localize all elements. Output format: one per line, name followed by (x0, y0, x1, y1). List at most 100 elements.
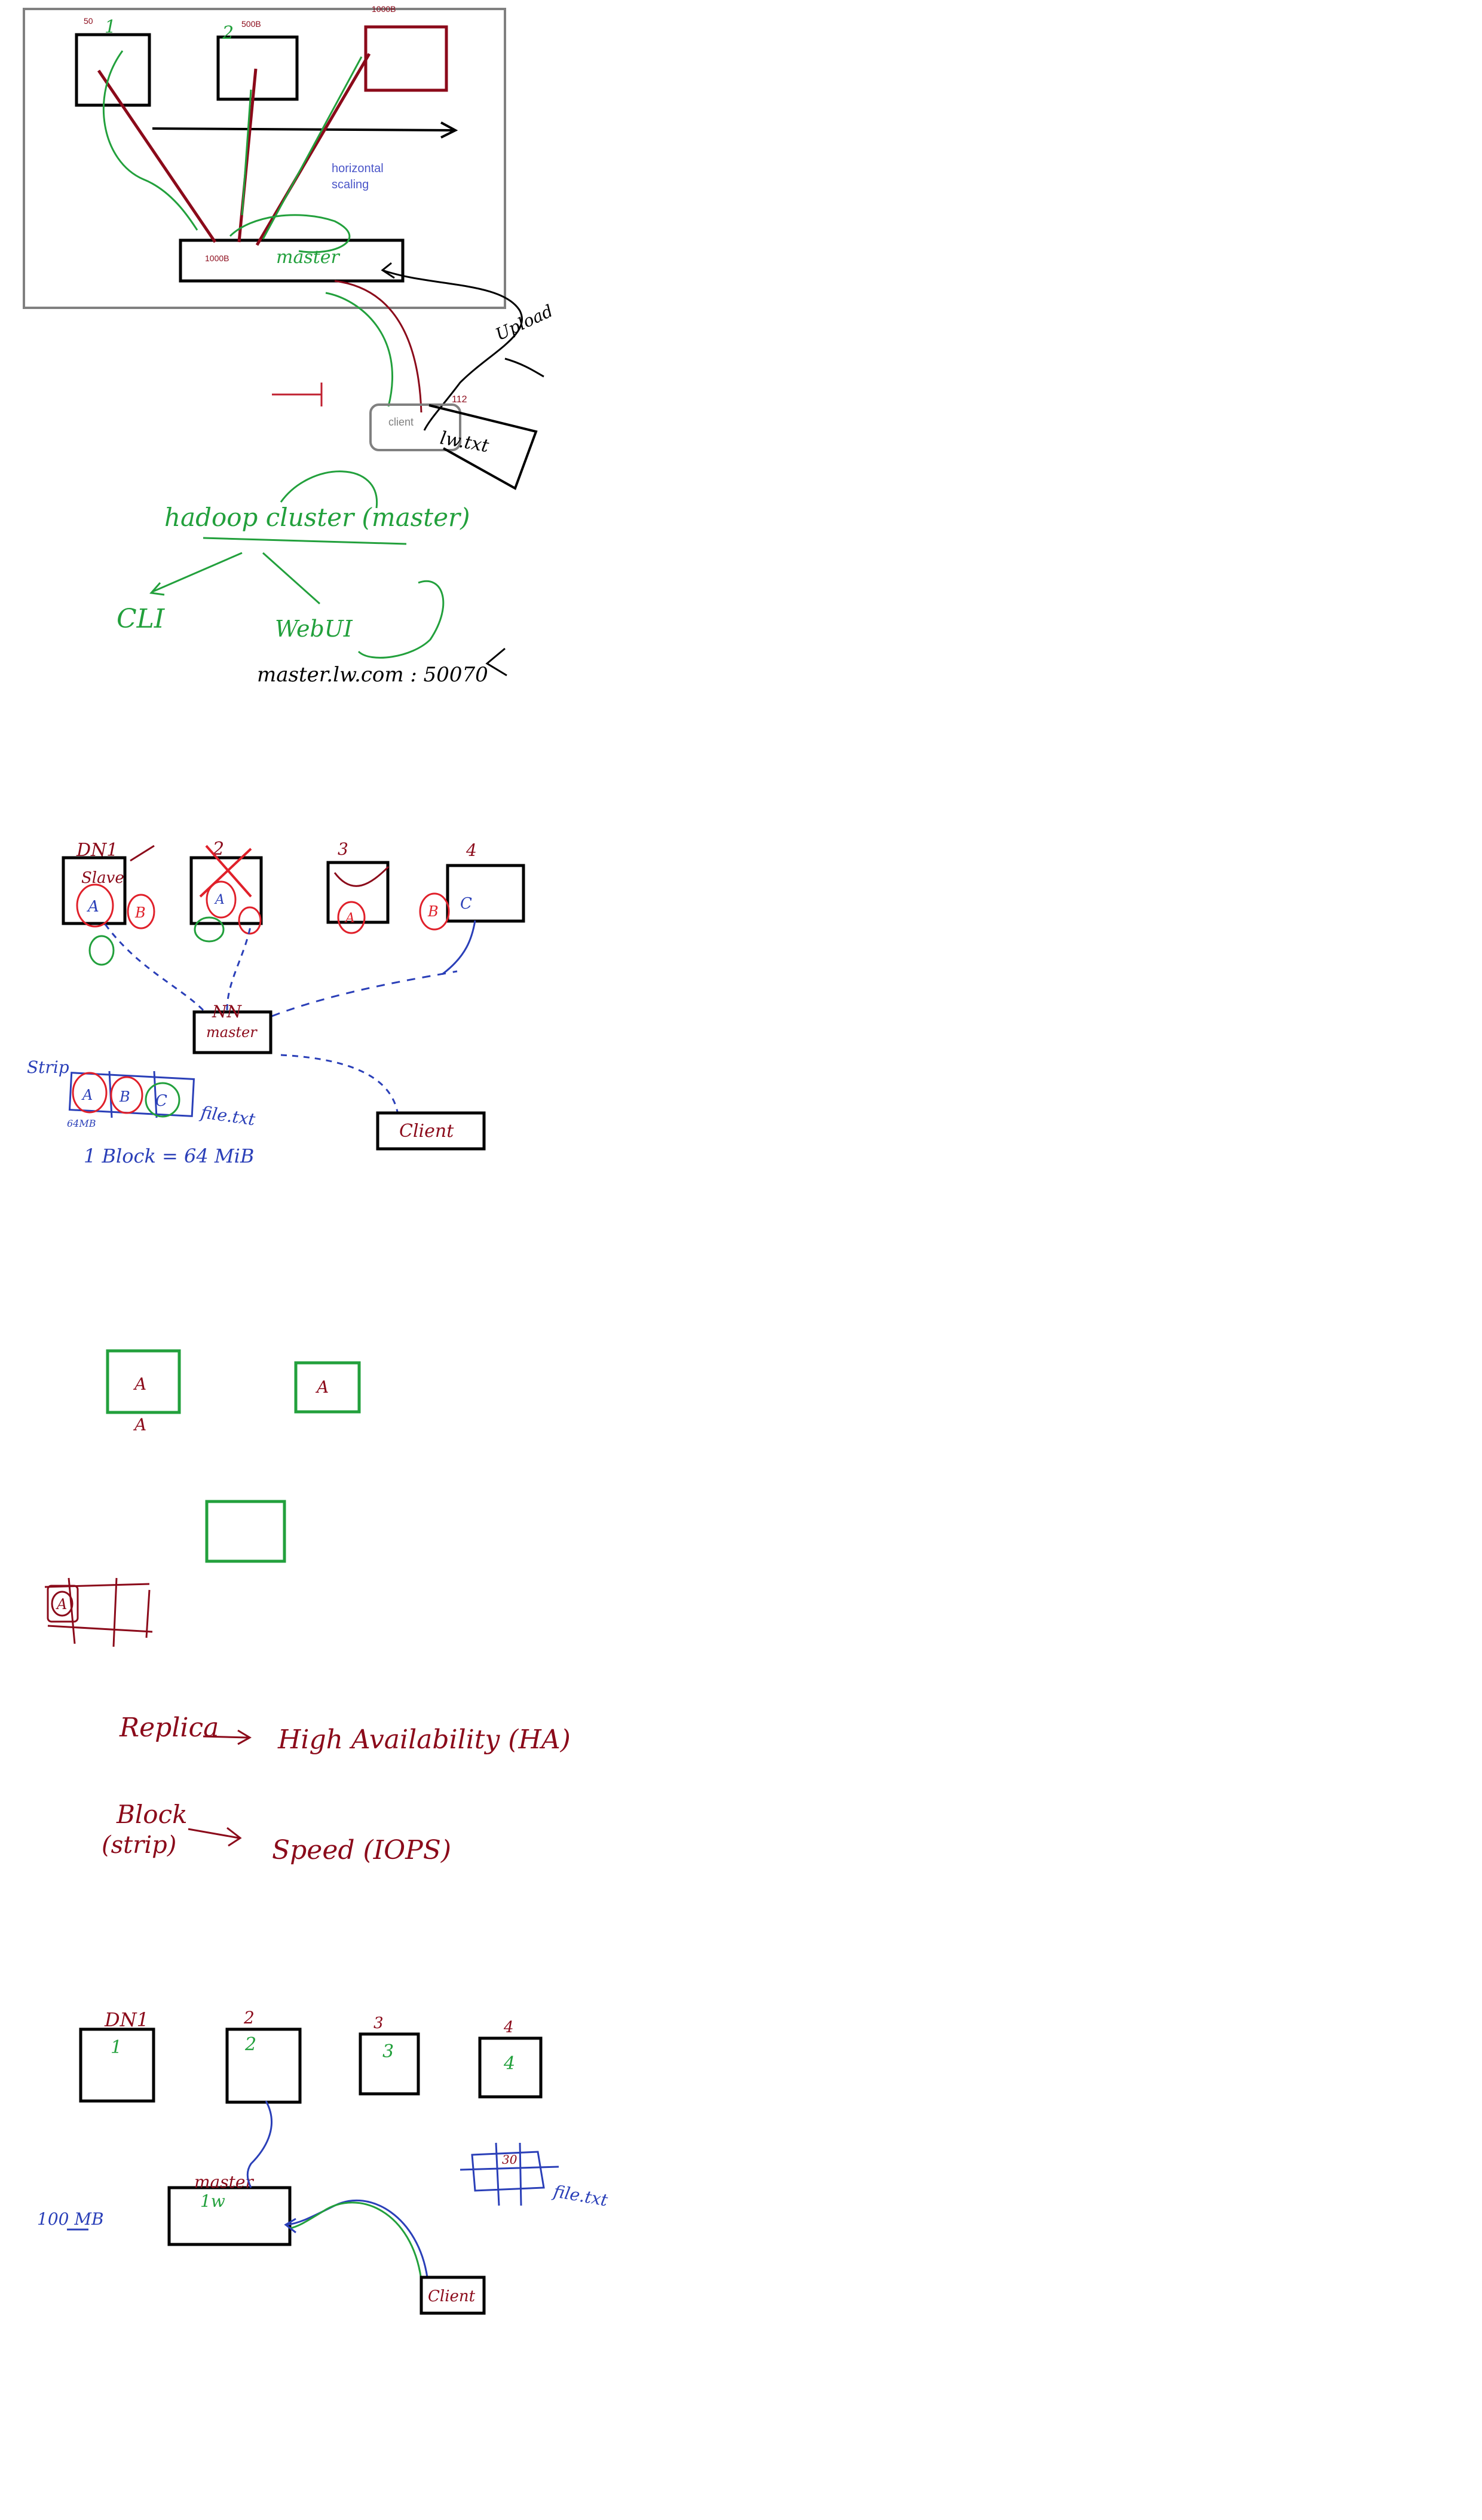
url-pointer (485, 647, 507, 677)
empty-box (205, 1500, 286, 1563)
strip-b-circle (110, 1076, 143, 1114)
dn3-check (333, 866, 390, 887)
dn2-block: A (214, 892, 225, 907)
dn1-extra-circle (127, 894, 155, 929)
green-flow-client (325, 292, 393, 407)
arrow-to-webui (262, 552, 321, 605)
strip-block-a: A (81, 1087, 93, 1103)
green-flow-2 (241, 89, 252, 216)
link-master-dn4 (271, 970, 458, 1017)
block-arrow (188, 1827, 242, 1847)
node-box-3 (364, 25, 448, 92)
section-upload-flow: DN1 2 3 4 1 2 3 4 master 1w 100 MB Clien… (37, 2008, 610, 2315)
dn4-block-circle (419, 892, 450, 931)
dn1-extra-block: B (134, 904, 146, 921)
upload-curve (382, 269, 523, 431)
client2-box (376, 1111, 486, 1151)
cluster-label: hadoop cluster (master) (164, 503, 470, 532)
red-tick-mark (272, 383, 323, 406)
link-dn4-tail (442, 920, 476, 975)
node-2-size: 500B (241, 19, 261, 29)
s5-dn1-tag: DN1 (104, 2008, 149, 2031)
link-master-dn1 (103, 923, 204, 1011)
s5-client-to-master-blue (286, 2199, 428, 2278)
s5-dn1-box (79, 2027, 155, 2103)
red-flow-client (334, 280, 422, 413)
ha-note: High Availability (HA) (277, 1724, 571, 1755)
strip-c-circle (145, 1082, 180, 1118)
replica-box-1 (106, 1349, 181, 1414)
upload-tail (504, 357, 544, 378)
master-box (179, 238, 405, 283)
dn3-block-circle (337, 901, 366, 934)
s5-dn3-number: 3 (382, 2041, 394, 2062)
cli-label: CLI (117, 604, 166, 634)
disk-block-circle (51, 1591, 74, 1617)
link-node1-master (97, 69, 217, 243)
node-3-size: 1000B (372, 4, 396, 14)
file-label: lw.txt (439, 427, 491, 457)
client-label: client (388, 416, 414, 428)
webui-label: WebUI (275, 616, 353, 642)
s5-master-label: master (194, 2172, 254, 2192)
replica-box-2 (294, 1361, 361, 1414)
s5-dn3-box (359, 2032, 420, 2096)
s5-dn2-number: 2 (244, 2034, 256, 2055)
strip-block-b: B (119, 1088, 130, 1105)
dn2-cross (199, 845, 252, 898)
s5-master-number: 1w (200, 2191, 225, 2211)
horizontal-arrow (152, 127, 455, 131)
strip-label: Strip (27, 1057, 69, 1077)
node-2-number: 2 (222, 23, 234, 44)
dn1-tick (130, 845, 155, 862)
s5-file-label: file.txt (551, 2181, 610, 2210)
cluster-underline (203, 537, 407, 545)
arrow-to-cli-head (149, 582, 165, 596)
node-1-size: 50 (84, 16, 93, 26)
horizontal-arrow-head (440, 121, 458, 139)
slave-label: Slave (81, 869, 124, 887)
dn1-block: A (87, 898, 99, 916)
s5-master-box (167, 2186, 292, 2246)
replica-note: Replica (119, 1712, 219, 1743)
nn-master-label: master (206, 1024, 258, 1041)
s5-file-size: 30 (502, 2152, 518, 2167)
link-client-master (280, 1054, 399, 1112)
speed-note: Speed (IOPS) (272, 1835, 451, 1865)
arrow-to-cli (152, 552, 243, 593)
file-txt-label: file.txt (198, 1102, 257, 1130)
section-cluster-sketch: 50 500B 1000B 1 2 horizontal scaling 100… (23, 4, 556, 687)
cluster-frame (23, 8, 506, 309)
dn1-box (62, 856, 127, 925)
link-master-dn2 (226, 923, 252, 1011)
node-box-2 (216, 35, 299, 101)
block-note: Block (116, 1800, 188, 1829)
scaling-label: scaling (332, 178, 369, 191)
s5-dn3-tag: 3 (373, 2014, 384, 2032)
s5-file-grid (460, 2142, 559, 2206)
replica-arrow (203, 1729, 252, 1745)
s5-dn2-tag: 2 (243, 2008, 255, 2027)
section-replica-boxes: A A A A (44, 1349, 361, 1647)
nn-label: NN (212, 1002, 243, 1022)
client2-label: Client (399, 1121, 454, 1142)
strip-size-hint: 64MB (67, 1118, 96, 1129)
node-box-1 (75, 33, 151, 107)
dn2-extra-circle (238, 906, 262, 935)
s5-dn1-number: 1 (111, 2037, 122, 2058)
dn2-block-circle (206, 880, 237, 919)
dn4-new-block: C (460, 895, 472, 913)
link-node2-master (237, 68, 258, 243)
dn1-block-circle (76, 883, 114, 928)
section-notes: Replica High Availability (HA) Block (st… (102, 1712, 571, 1865)
s5-client-to-master-green (289, 2201, 422, 2281)
block-rule: 1 Block = 64 MiB (84, 1145, 254, 1167)
green-flow-1 (102, 50, 198, 231)
link-node3-master (255, 53, 371, 246)
replica-box-1-extra: A (133, 1415, 146, 1435)
s5-dn4-box (478, 2036, 543, 2099)
strip-a-circle (72, 1072, 108, 1114)
s5-master-to-dn2 (246, 2100, 272, 2188)
file-box (428, 404, 538, 490)
